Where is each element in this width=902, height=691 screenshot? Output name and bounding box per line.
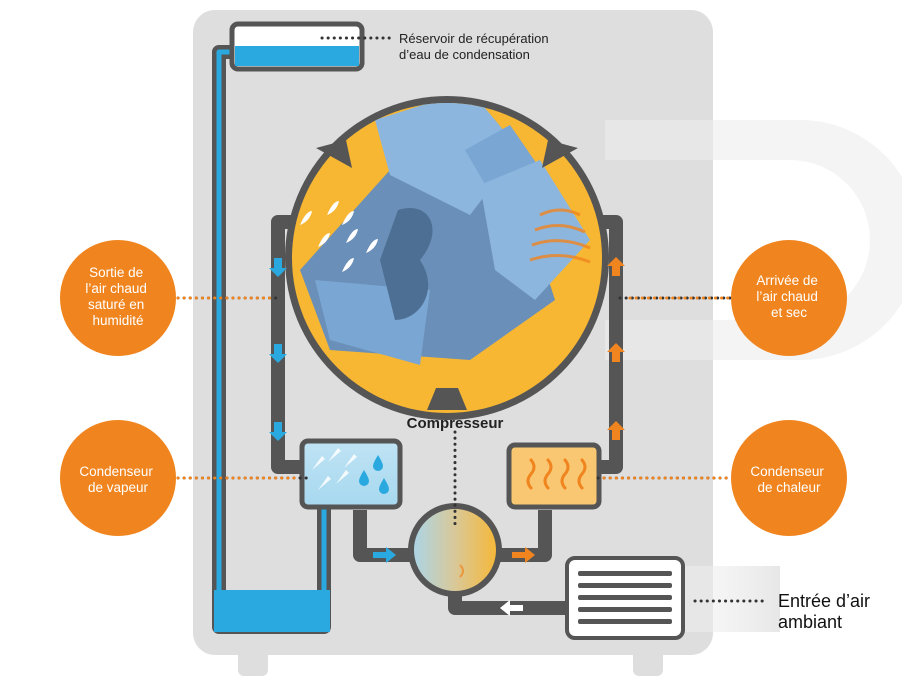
reservoir-label: Réservoir de récupération d’eau de conde… xyxy=(399,31,552,62)
laundry-drum-icon xyxy=(285,96,609,420)
water-circuit xyxy=(212,45,331,634)
heat-waves-icon xyxy=(506,442,602,510)
water-drops-icon xyxy=(299,438,403,510)
heat-condenser-circle xyxy=(731,420,847,536)
water-tank-icon xyxy=(229,21,365,72)
air-vent-icon xyxy=(565,556,780,640)
airflow-horizontal-arrows xyxy=(373,547,535,616)
vapor-condenser-label: Condenseur de vapeur xyxy=(79,464,156,495)
compressor-icon xyxy=(408,503,502,597)
leader-lines-orange xyxy=(176,296,732,480)
outlet-circle xyxy=(60,240,176,356)
inlet-circle xyxy=(731,240,847,356)
air-inlet-label: Entrée d’air ambiant xyxy=(778,591,875,632)
watermark-logo xyxy=(605,120,902,360)
heat-condenser-label: Condenseur de chaleur xyxy=(750,464,827,495)
airflow-up-arrows xyxy=(607,257,625,440)
vapor-condenser-circle xyxy=(60,420,176,536)
airflow-down-arrows xyxy=(269,258,287,441)
compressor-label: Compresseur xyxy=(407,415,504,432)
outlet-label: Sortie de l’air chaud saturé en humidité xyxy=(85,265,150,328)
inlet-hot-label: Arrivée de l’air chaud et sec xyxy=(756,273,821,320)
